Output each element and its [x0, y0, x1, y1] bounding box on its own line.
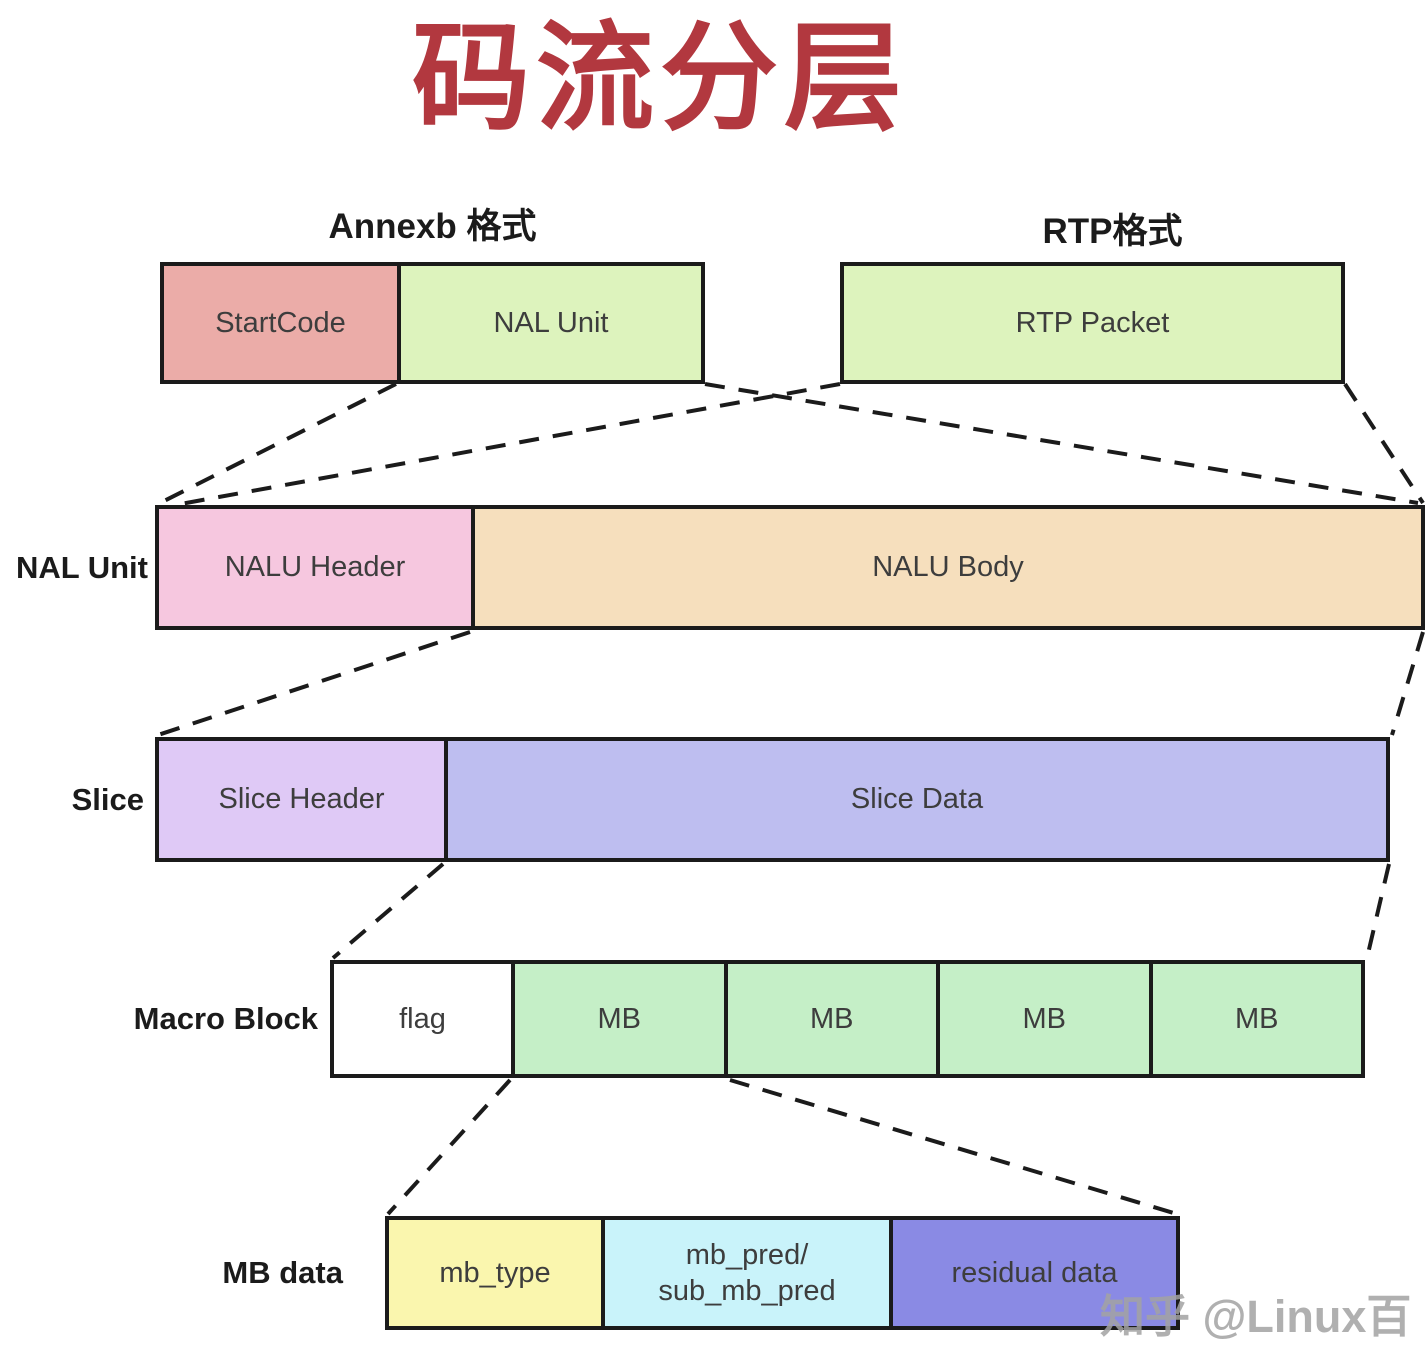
dashed-connector	[159, 382, 397, 505]
page-title: 码流分层	[411, 13, 908, 145]
box-nalu-header: NALU Header	[159, 509, 471, 626]
box-mb-2: MB	[723, 964, 936, 1074]
annexb-stream-row: StartCode NAL Unit	[160, 262, 705, 384]
dashed-connector	[1365, 863, 1391, 959]
box-mb-1: MB	[511, 964, 724, 1074]
box-rtp-packet: RTP Packet	[844, 266, 1341, 380]
box-slice-header: Slice Header	[159, 741, 444, 858]
rtp-stream-row: RTP Packet	[840, 262, 1345, 384]
dashed-connector	[331, 862, 445, 960]
box-residual-data: residual data	[889, 1220, 1176, 1326]
slice-row: Slice Header Slice Data	[155, 737, 1390, 862]
row-label-macro-block: Macro Block	[133, 1001, 318, 1036]
macro-block-row: flag MB MB MB MB	[330, 960, 1365, 1078]
dashed-connector	[729, 1078, 1178, 1216]
row-label-slice: Slice	[71, 781, 144, 817]
box-mb-pred: mb_pred/ sub_mb_pred	[601, 1220, 889, 1326]
box-nal-unit: NAL Unit	[397, 266, 701, 380]
dashed-connector	[157, 630, 471, 737]
nal-unit-row: NALU Header NALU Body	[155, 505, 1425, 630]
box-flag: flag	[334, 964, 511, 1074]
box-mb-4: MB	[1148, 964, 1361, 1074]
dashed-connector	[174, 382, 841, 507]
dashed-connector	[386, 1078, 512, 1216]
box-mb-3: MB	[936, 964, 1149, 1074]
dashed-connector	[704, 382, 1419, 505]
row-label-mb-data: MB data	[222, 1255, 343, 1290]
box-nalu-body: NALU Body	[471, 509, 1421, 626]
box-startcode: StartCode	[164, 266, 397, 380]
box-mb-type: mb_type	[389, 1220, 601, 1326]
dashed-connector	[1343, 382, 1425, 505]
zhihu-watermark: 知乎 @Linux百	[1100, 1291, 1412, 1342]
annexb-format-label: Annexb 格式	[328, 207, 537, 246]
rtp-format-label: RTP格式	[1042, 212, 1183, 251]
row-label-nal-unit: NAL Unit	[15, 549, 148, 585]
mb-data-row: mb_type mb_pred/ sub_mb_pred residual da…	[385, 1216, 1180, 1330]
box-slice-data: Slice Data	[444, 741, 1386, 858]
dashed-connector	[1390, 631, 1425, 736]
